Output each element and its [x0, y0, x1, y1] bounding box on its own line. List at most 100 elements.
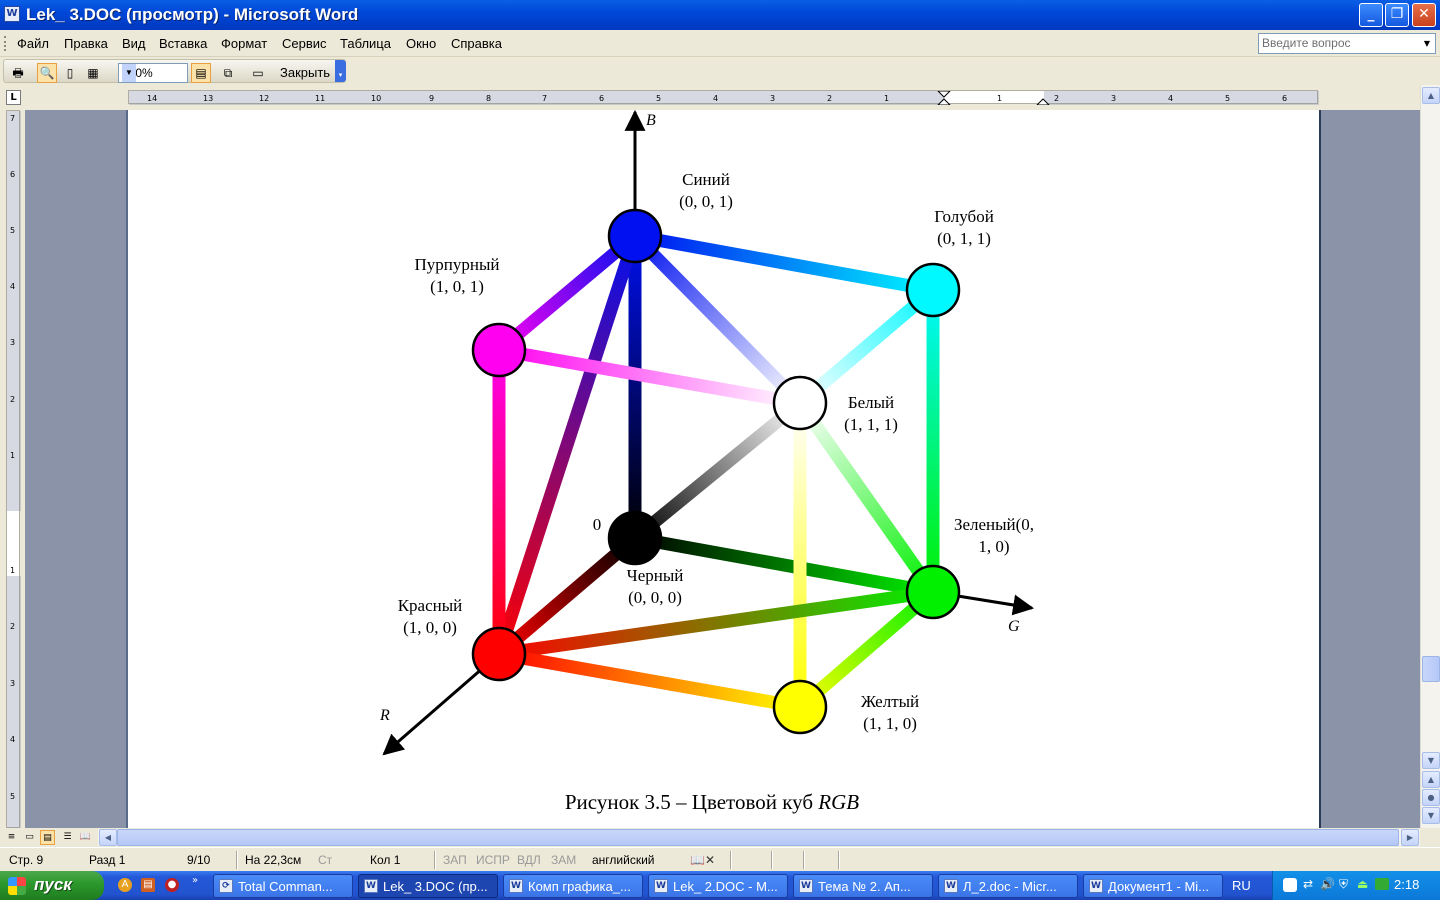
toolbar-options-icon[interactable]: ▾	[335, 60, 346, 82]
view-ruler-icon[interactable]: ▤	[191, 63, 211, 83]
tray-antivirus-icon[interactable]: ⛨	[1339, 877, 1349, 891]
quicklaunch-expand-icon[interactable]: »	[192, 875, 199, 886]
edge-blue-white	[630, 231, 805, 408]
shrink-to-fit-icon[interactable]: ⧉	[223, 66, 233, 80]
scroll-left-button[interactable]: ◀	[99, 829, 117, 846]
svg-text:14: 14	[147, 94, 157, 103]
svg-text:2: 2	[10, 622, 15, 631]
spelling-status-icon[interactable]: 📖✕	[690, 853, 715, 867]
svg-text:11: 11	[315, 94, 325, 103]
menu-tools[interactable]: Сервис	[282, 36, 327, 51]
next-page-button[interactable]: ▼	[1422, 807, 1440, 824]
axis-label-b: B	[646, 112, 656, 129]
zoom-select[interactable]: 150% ▼	[118, 63, 188, 83]
browse-object-button[interactable]: ●	[1422, 789, 1440, 806]
chevron-down-icon[interactable]: ▼	[122, 64, 136, 82]
reading-layout-icon[interactable]: 📖	[79, 832, 92, 842]
menu-file[interactable]: Файл	[17, 36, 49, 51]
vertical-scroll-thumb[interactable]	[1422, 656, 1440, 682]
input-language-indicator[interactable]: RU	[1232, 878, 1251, 893]
magnifier-icon[interactable]: 🔍	[37, 63, 57, 83]
start-label: пуск	[34, 875, 72, 894]
chevron-down-icon[interactable]: ▼	[1423, 39, 1431, 48]
network-icon[interactable]: ⇄	[1303, 877, 1314, 891]
menu-edit[interactable]: Правка	[64, 36, 108, 51]
clock[interactable]: 2:18	[1394, 877, 1420, 892]
horizontal-scrollbar[interactable]: ◀ ▶	[98, 829, 1420, 846]
normal-view-icon[interactable]: ≡	[7, 832, 16, 842]
close-preview-button[interactable]: Закрыть	[280, 65, 331, 80]
edge-black-white	[630, 397, 805, 544]
outline-view-icon[interactable]: ☰	[63, 832, 72, 842]
ask-question-box[interactable]: Введите вопрос ▼	[1258, 33, 1436, 54]
full-screen-icon[interactable]: ▭	[252, 66, 264, 80]
menu-window[interactable]: Окно	[406, 36, 437, 51]
status-overtype[interactable]: ЗАМ	[551, 853, 577, 867]
previous-page-button[interactable]: ▲	[1422, 771, 1440, 788]
menu-insert[interactable]: Вставка	[159, 36, 208, 51]
menu-view[interactable]: Вид	[122, 36, 146, 51]
menu-help[interactable]: Справка	[451, 36, 502, 51]
status-language[interactable]: английский	[592, 853, 655, 867]
scroll-right-button[interactable]: ▶	[1401, 829, 1419, 846]
volume-icon[interactable]: 🔊	[1320, 877, 1335, 891]
quicklaunch-icon[interactable]: ●	[165, 878, 179, 892]
safely-remove-icon[interactable]: ⏏	[1357, 877, 1369, 891]
menu-format[interactable]: Формат	[221, 36, 268, 51]
tab-stop-selector[interactable]: L	[6, 90, 21, 105]
svg-text:6: 6	[1282, 94, 1287, 103]
status-extend[interactable]: ВДЛ	[517, 853, 541, 867]
minimize-button[interactable]: _	[1359, 3, 1383, 27]
horizontal-scroll-thumb[interactable]	[117, 829, 1399, 846]
svg-text:4: 4	[713, 94, 718, 103]
close-window-button[interactable]: ✕	[1412, 3, 1436, 27]
label-cyan-coords: (0, 1, 1)	[937, 229, 991, 248]
svg-text:3: 3	[1111, 94, 1116, 103]
menu-bar: Файл Правка Вид Вставка Формат Сервис Та…	[0, 30, 1440, 57]
print-layout-icon[interactable]: ▤	[40, 830, 55, 845]
status-record-macro[interactable]: ЗАП	[443, 853, 467, 867]
svg-text:1: 1	[884, 94, 889, 103]
web-layout-icon[interactable]: ▭	[25, 832, 34, 842]
status-page: Стр. 9	[9, 853, 44, 867]
multiple-pages-icon[interactable]: ▦	[87, 66, 99, 80]
quicklaunch-icon[interactable]: A	[118, 878, 132, 892]
vertical-scrollbar[interactable]: ▲ ▼ ▲ ● ▼	[1420, 85, 1440, 828]
scroll-down-button[interactable]: ▼	[1422, 752, 1440, 769]
maximize-button[interactable]: ❐	[1385, 3, 1409, 27]
taskbar-item-label: Л_2.doc - Micr...	[963, 879, 1057, 894]
status-section: Разд 1	[89, 853, 126, 867]
start-button[interactable]: пуск	[0, 871, 104, 900]
one-page-icon[interactable]: ▯	[66, 66, 74, 80]
taskbar-item[interactable]: ⟳Total Comman...	[213, 874, 353, 898]
svg-text:9: 9	[429, 94, 434, 103]
svg-text:4: 4	[10, 735, 15, 744]
vertex-yellow	[772, 679, 828, 735]
menu-table[interactable]: Таблица	[340, 36, 391, 51]
window-title: Lek_ 3.DOC (просмотр) - Microsoft Word	[26, 5, 359, 24]
svg-text:5: 5	[10, 792, 15, 801]
quicklaunch-icon[interactable]: ▤	[141, 878, 155, 892]
edge-blue-magenta	[494, 231, 640, 355]
scroll-up-button[interactable]: ▲	[1422, 87, 1440, 104]
tray-app-icon[interactable]	[1283, 878, 1297, 892]
axis-label-g: G	[1008, 618, 1020, 635]
print-icon[interactable]: 🖶	[12, 66, 24, 80]
word-doc-icon: W	[1089, 879, 1103, 893]
label-blue-name: Синий	[682, 170, 730, 189]
word-app-icon[interactable]: W	[4, 6, 20, 22]
tray-monitor-icon[interactable]	[1375, 878, 1389, 890]
menu-grip[interactable]	[4, 36, 7, 51]
document-page[interactable]: Синий (0, 0, 1) Голубой (0, 1, 1) Пурпур…	[126, 110, 1321, 828]
label-green-line1: Зеленый(0,	[954, 515, 1034, 534]
status-track-changes[interactable]: ИСПР	[476, 853, 510, 867]
